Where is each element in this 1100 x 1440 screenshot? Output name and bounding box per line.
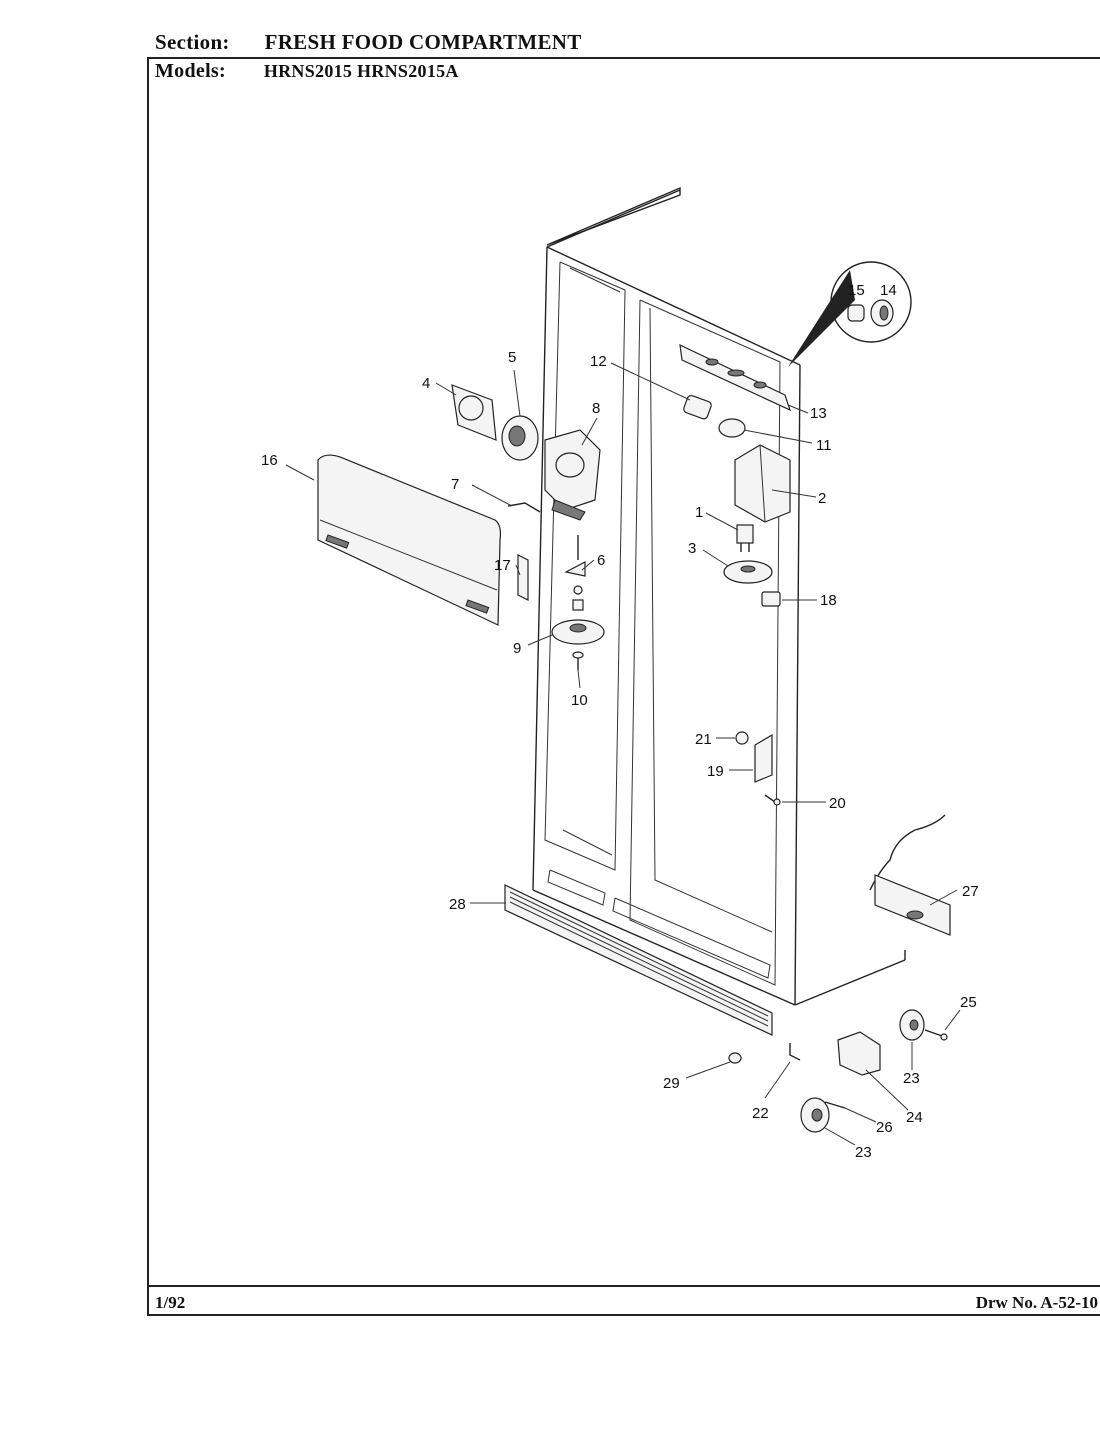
light-cover-panel xyxy=(317,454,502,626)
leader-lines xyxy=(285,362,961,1146)
part-11-bulb xyxy=(718,418,746,438)
callout-19: 19 xyxy=(707,763,724,780)
part-20-screw xyxy=(764,794,781,806)
callout-27: 27 xyxy=(962,883,979,900)
part-3-knob xyxy=(723,560,773,584)
part-19-bracket xyxy=(754,733,773,783)
section-label: Section: xyxy=(155,30,230,54)
part-22-clip xyxy=(789,1043,801,1061)
footer-rule xyxy=(147,1285,1100,1287)
drawing-number: Drw No. A-52-10 xyxy=(975,1293,1098,1312)
part-27-hinge-bracket xyxy=(869,814,951,936)
part-17-clip xyxy=(517,554,529,601)
callout-14: 14 xyxy=(880,282,897,299)
part-23-roller-lower xyxy=(800,1097,830,1133)
callout-4: 4 xyxy=(422,375,430,392)
base-grille xyxy=(504,884,773,1036)
callout-29: 29 xyxy=(663,1075,680,1092)
section-title: FRESH FOOD COMPARTMENT xyxy=(264,30,582,54)
part-1-switch xyxy=(736,524,754,552)
callout-15: 15 xyxy=(848,282,865,299)
models-label: Models: xyxy=(155,60,226,82)
drawing-frame xyxy=(147,57,1100,1316)
callout-11: 11 xyxy=(816,437,832,454)
callout-21: 21 xyxy=(695,731,712,748)
callout-22: 22 xyxy=(752,1105,769,1122)
callout-28: 28 xyxy=(449,896,466,913)
callout-26: 26 xyxy=(876,1119,893,1136)
part-5-housing xyxy=(501,415,539,461)
part-7-rod xyxy=(507,502,541,513)
callout-13: 13 xyxy=(810,405,827,422)
part-9-knob xyxy=(551,619,605,645)
callout-2: 2 xyxy=(818,490,826,507)
revision-date: 1/92 xyxy=(155,1293,186,1312)
callout-7: 7 xyxy=(451,476,459,493)
callout-8: 8 xyxy=(592,400,600,417)
section-row: Section: FRESH FOOD COMPARTMENT xyxy=(155,30,582,55)
callout-9: 9 xyxy=(513,640,521,657)
callout-20: 20 xyxy=(829,795,846,812)
part-29-screw xyxy=(728,1052,742,1064)
callout-labels: 4 5 8 12 13 11 15 14 2 1 3 18 21 19 20 1… xyxy=(261,282,979,1161)
part-6-spacer xyxy=(564,535,586,611)
callout-16: 16 xyxy=(261,452,278,469)
callout-23-lower: 23 xyxy=(855,1144,872,1161)
callout-23-upper: 23 xyxy=(903,1070,920,1087)
callout-3: 3 xyxy=(688,540,696,557)
part-24-bracket xyxy=(837,1031,881,1076)
callout-12: 12 xyxy=(590,353,607,370)
callout-5: 5 xyxy=(508,349,516,366)
callout-1: 1 xyxy=(695,504,703,521)
callout-6: 6 xyxy=(597,552,605,569)
models-list: HRNS2015 HRNS2015A xyxy=(263,61,459,81)
part-8-housing xyxy=(544,429,601,521)
part-26-pin xyxy=(824,1101,846,1109)
callout-17: 17 xyxy=(494,557,511,574)
callout-25: 25 xyxy=(960,994,977,1011)
refrigerator-cabinet xyxy=(532,186,906,1006)
callout-18: 18 xyxy=(820,592,837,609)
part-23-roller-upper xyxy=(899,1009,925,1041)
part-21-fastener xyxy=(735,731,749,745)
part-10-screw xyxy=(572,651,584,670)
part-4-bracket xyxy=(451,384,497,441)
part-25-pin xyxy=(924,1029,948,1041)
detail-magnifier-14-15 xyxy=(788,261,912,367)
part-12-socket xyxy=(683,394,712,420)
callout-24: 24 xyxy=(906,1109,923,1126)
part-18-connector xyxy=(761,591,781,607)
part-13-light-bracket xyxy=(679,343,792,412)
callout-10: 10 xyxy=(571,692,588,709)
models-row: Models: HRNS2015 HRNS2015A xyxy=(155,60,459,83)
part-2-cover xyxy=(734,444,791,523)
